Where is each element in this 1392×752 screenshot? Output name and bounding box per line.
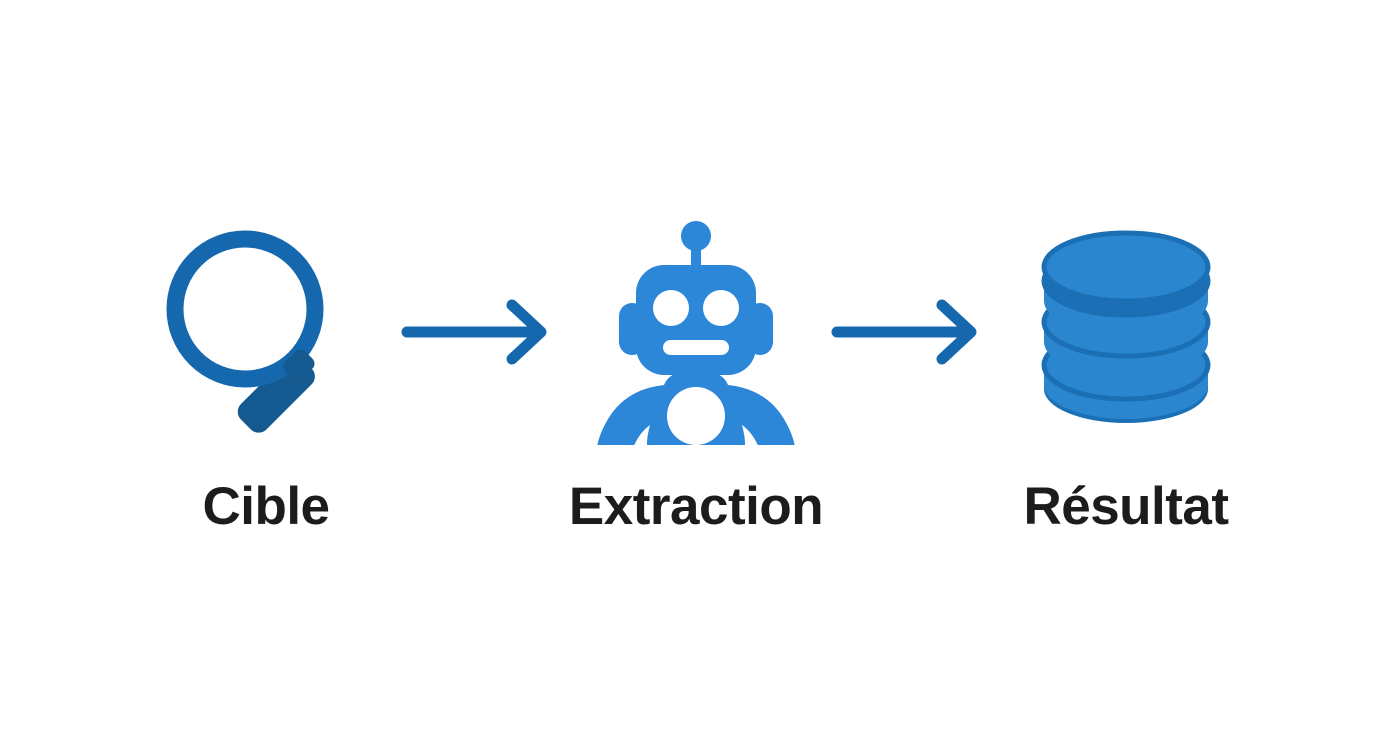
step-resultat[interactable]: Résultat bbox=[1001, 212, 1251, 533]
step-extraction[interactable]: Extraction bbox=[568, 212, 824, 536]
step-label-cible: Cible bbox=[202, 477, 330, 536]
database-icon bbox=[1006, 212, 1246, 452]
step-label-extraction: Extraction bbox=[568, 477, 824, 536]
step-cible[interactable]: Cible bbox=[141, 212, 391, 533]
arrow-right-icon-1 bbox=[391, 212, 571, 452]
arrow-right-icon-2 bbox=[821, 212, 1001, 452]
step-label-resultat: Résultat bbox=[1023, 477, 1229, 536]
robot-icon bbox=[576, 212, 816, 452]
magnifying-glass-icon bbox=[146, 212, 386, 452]
